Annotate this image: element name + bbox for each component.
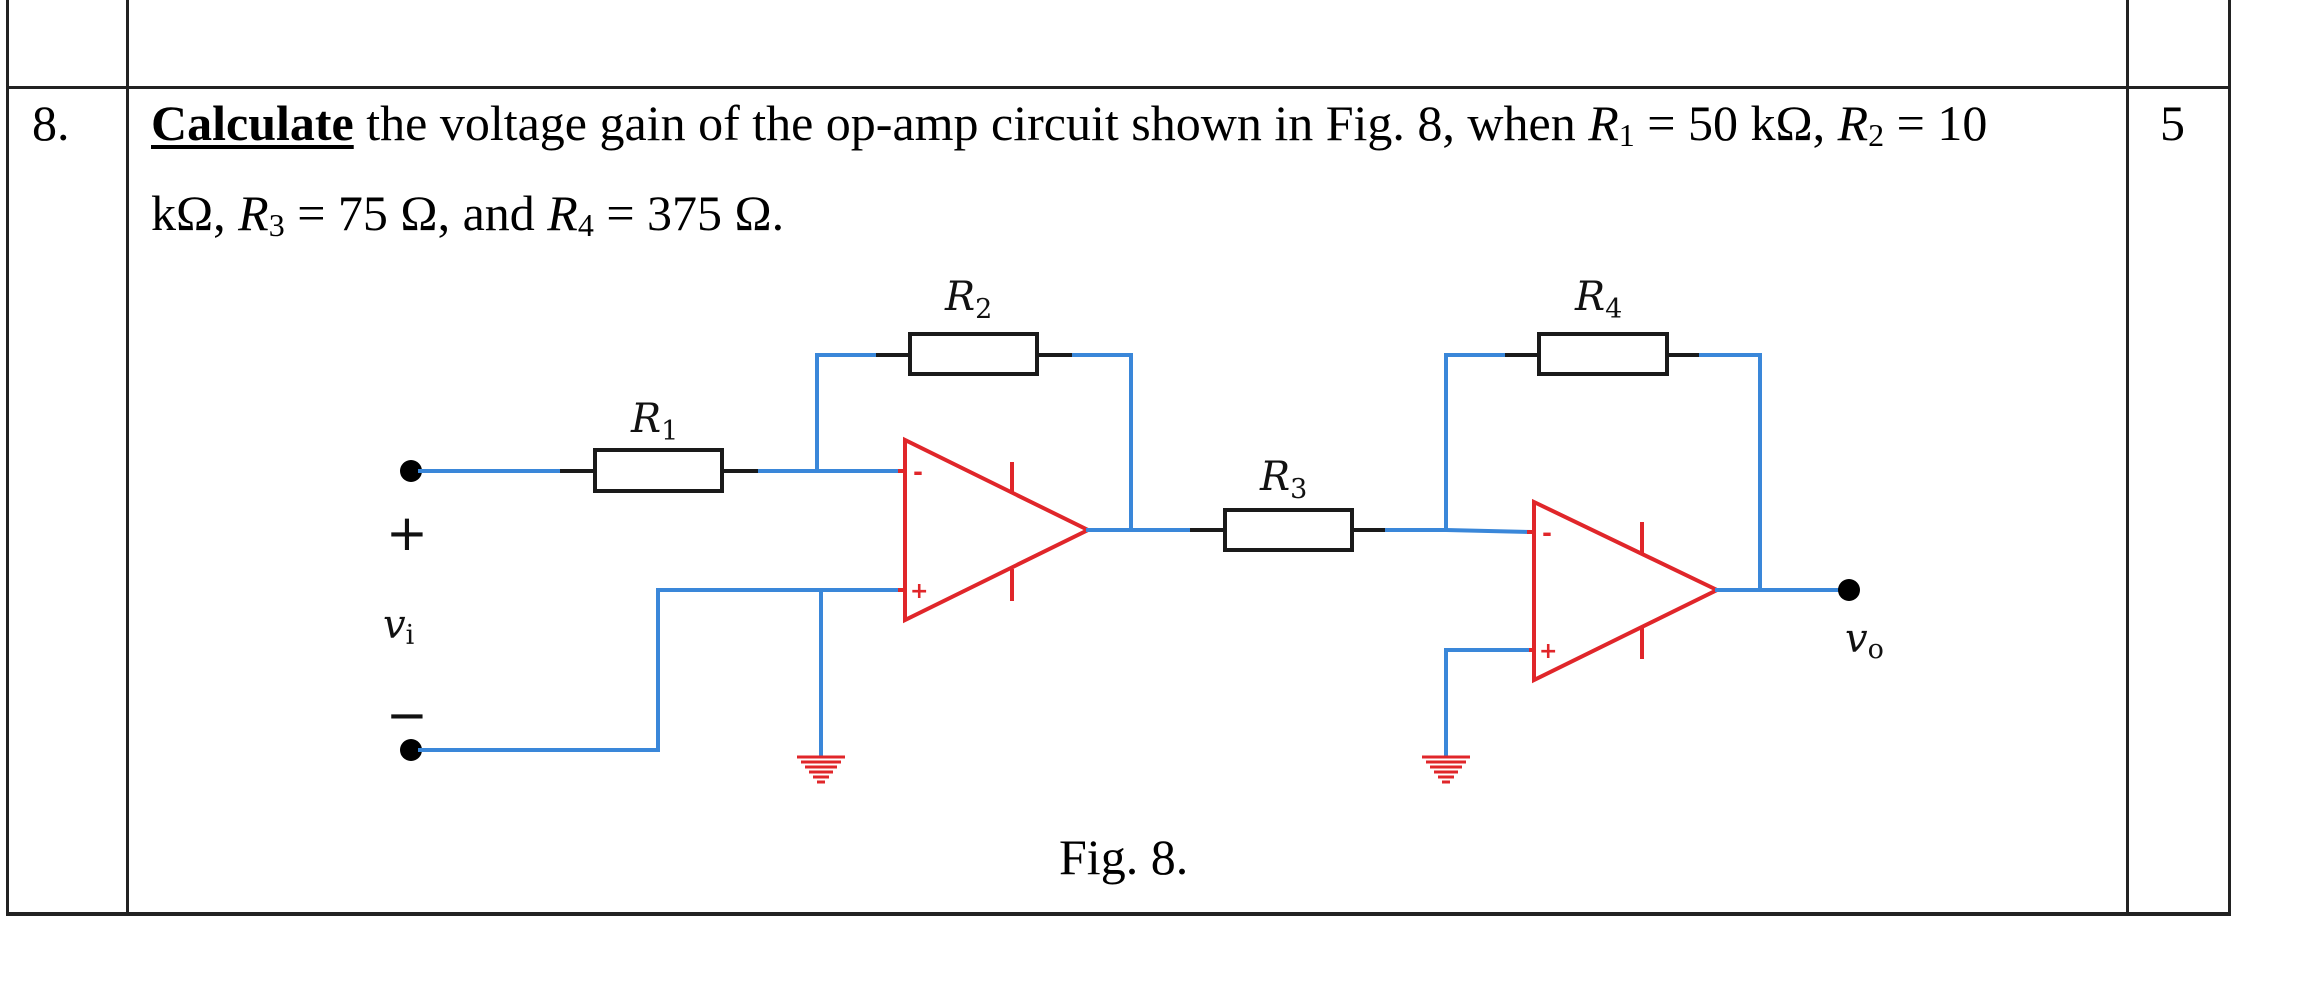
label-r3: R3 bbox=[1259, 454, 1307, 505]
r4-symbol: R bbox=[547, 185, 578, 241]
label-vout: vo bbox=[1845, 616, 1884, 665]
output-terminal bbox=[1838, 579, 1860, 601]
r1-value: = 50 kΩ, bbox=[1634, 95, 1838, 151]
question-text-line-2: kΩ, R3 = 75 Ω, and R4 = 375 Ω. bbox=[151, 185, 785, 241]
question-number: 8. bbox=[32, 95, 70, 151]
wire-feedback-right-1 bbox=[1070, 353, 1133, 532]
r2-symbol: R bbox=[1837, 95, 1869, 151]
r3-subscript: 3 bbox=[268, 207, 285, 243]
r3-symbol: R bbox=[238, 185, 269, 241]
table-divider-number-column bbox=[126, 0, 129, 915]
r4-subscript: 4 bbox=[577, 207, 594, 243]
resistor-r2 bbox=[908, 332, 1039, 376]
r2-subscript: 2 bbox=[1868, 117, 1885, 153]
wire-feedback-left-1 bbox=[815, 353, 878, 473]
op-amp-2-noninv-sign: + bbox=[1539, 639, 1557, 664]
ground-icon bbox=[1422, 755, 1470, 784]
table-border-right bbox=[2228, 0, 2231, 915]
op-amp-2-inv-sign: - bbox=[1542, 519, 1552, 547]
label-input-plus: + bbox=[386, 504, 428, 562]
input-terminal-negative bbox=[400, 739, 422, 761]
table-border-bottom bbox=[6, 912, 2231, 916]
ground-icon bbox=[797, 755, 845, 784]
resistor-r3 bbox=[1223, 508, 1354, 552]
r3-value: = 75 Ω, and bbox=[284, 185, 548, 241]
label-r2: R2 bbox=[944, 274, 992, 325]
wire-r3-to-inv-input-2 bbox=[1385, 528, 1533, 535]
wire-ground-2 bbox=[1444, 648, 1529, 758]
table-divider-marks-column bbox=[2126, 0, 2129, 915]
op-amp-1 bbox=[903, 436, 1093, 624]
input-terminal-positive bbox=[400, 460, 422, 482]
wire-return-path bbox=[418, 588, 902, 752]
wire-feedback-left-2 bbox=[1444, 353, 1507, 532]
table-row-divider bbox=[6, 86, 2231, 89]
label-input-minus: − bbox=[386, 686, 428, 744]
r1-subscript: 1 bbox=[1618, 117, 1635, 153]
label-r4: R4 bbox=[1574, 274, 1622, 325]
r2-unit: kΩ, bbox=[151, 185, 239, 241]
instruction-verb: Calculate bbox=[151, 95, 354, 151]
label-r1: R1 bbox=[630, 396, 678, 447]
op-amp-2 bbox=[1532, 498, 1722, 684]
label-vin: vi bbox=[383, 602, 415, 651]
op-amp-1-inv-sign: - bbox=[913, 458, 923, 486]
r4-value: = 375 Ω. bbox=[593, 185, 785, 241]
figure-caption: Fig. 8. bbox=[1059, 829, 1189, 885]
question-text-line-1: Calculate the voltage gain of the op-amp… bbox=[151, 95, 1988, 151]
question-marks: 5 bbox=[2160, 95, 2185, 151]
table-border-left bbox=[6, 0, 9, 915]
r2-value: = 10 bbox=[1884, 95, 1988, 151]
r1-symbol: R bbox=[1588, 95, 1619, 151]
resistor-r4 bbox=[1537, 332, 1669, 376]
wire-feedback-right-2 bbox=[1699, 353, 1762, 592]
question-text: the voltage gain of the op-amp circuit s… bbox=[353, 95, 1589, 151]
resistor-r1 bbox=[593, 448, 724, 493]
op-amp-1-noninv-sign: + bbox=[910, 579, 928, 604]
